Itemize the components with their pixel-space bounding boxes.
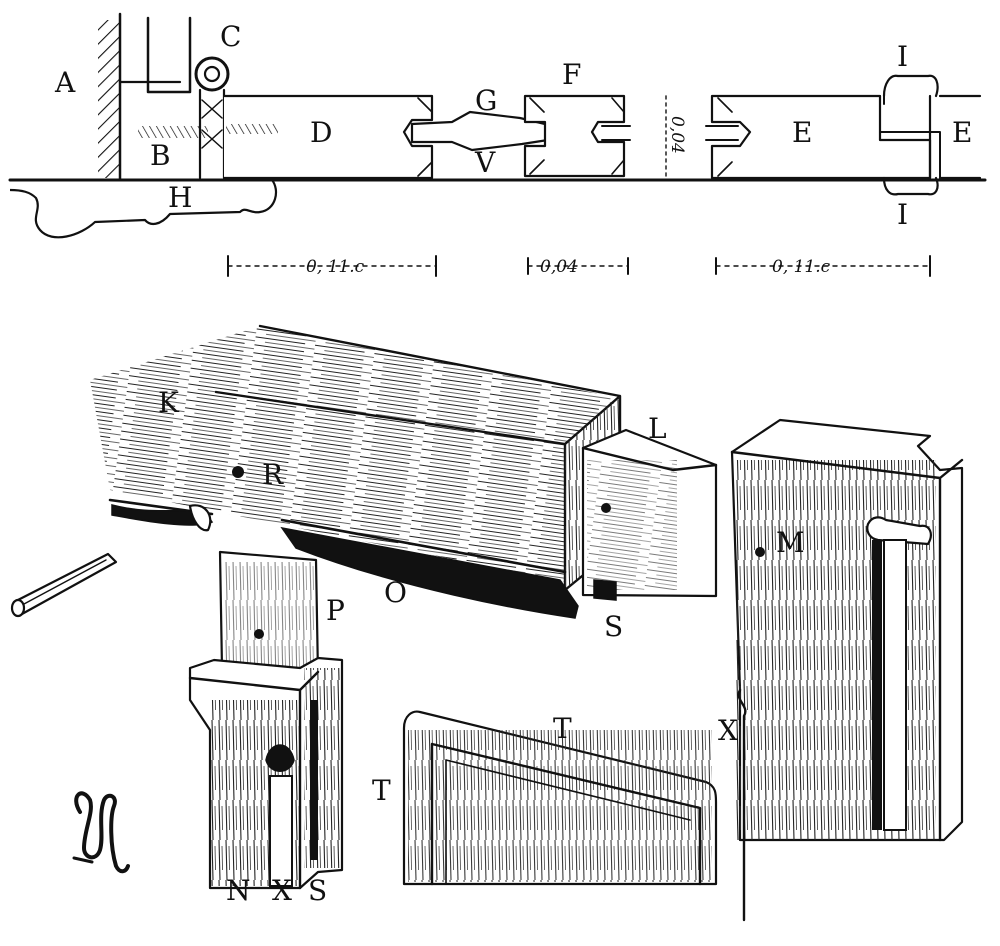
label-x2: X: [272, 874, 292, 907]
label-t2: T: [372, 774, 391, 807]
label-t1: T: [553, 712, 572, 745]
label-p: P: [326, 594, 345, 627]
label-i1: I: [897, 40, 908, 73]
label-e1: E: [792, 116, 812, 149]
label-l: L: [648, 412, 667, 445]
label-n: N: [226, 874, 251, 907]
dimension-2: 0,04: [540, 257, 578, 277]
label-x1: X: [718, 714, 738, 747]
label-g: G: [475, 84, 497, 117]
peg: [10, 552, 118, 618]
label-a: A: [54, 66, 76, 99]
label-o: O: [384, 576, 407, 609]
label-k: K: [158, 386, 180, 419]
dimension-4: 0,04: [667, 116, 687, 154]
frame-b-hatch: [138, 126, 208, 138]
dimension-1: 0, 11.c: [306, 257, 365, 277]
label-v: V: [474, 146, 496, 179]
section-drawing: [8, 12, 987, 277]
label-h: H: [168, 181, 192, 214]
label-e2: E: [952, 116, 972, 149]
panel-t: [402, 710, 718, 886]
label-r: R: [262, 458, 284, 491]
stile-m: [730, 418, 964, 922]
stile-n: [188, 550, 344, 890]
label-s2: S: [308, 874, 327, 907]
label-c: C: [220, 20, 241, 53]
label-b: B: [150, 139, 171, 172]
wall-hatch: [28, 20, 120, 178]
label-s1: S: [604, 610, 623, 643]
monogram-signature: [72, 791, 130, 874]
dimension-3: 0, 11.c: [772, 257, 831, 277]
rail-k: [90, 324, 718, 619]
label-i2: I: [897, 198, 908, 231]
label-f: F: [562, 58, 581, 91]
label-m: M: [776, 526, 805, 559]
label-d: D: [310, 116, 332, 149]
